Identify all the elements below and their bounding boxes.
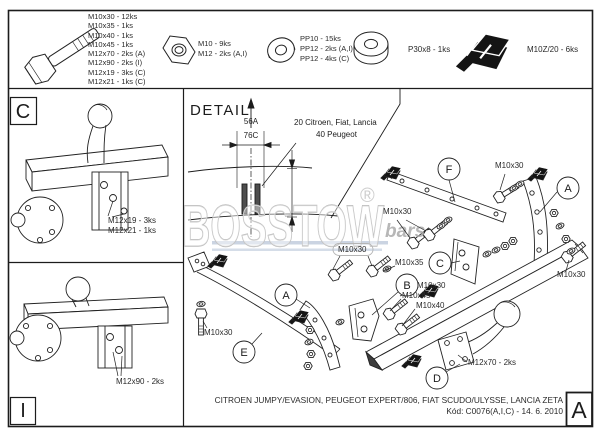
fastener-label-m10x30-center: M10x30 (417, 281, 446, 290)
fastener-label-m10x35: M10x35 (395, 258, 424, 267)
watermark-text: BOSSTOW (182, 194, 384, 259)
spacer-tube-icon (353, 31, 389, 65)
vehicle-applicability: CITROEN JUMPY/EVASION, PEUGEOT EXPERT/80… (214, 395, 563, 405)
washer-list: PP10 - 15ks PP12 - 2ks (A,I) PP12 - 4ks … (300, 34, 353, 64)
page-borders (7, 9, 594, 428)
fastener-label-m10x30-boxed: M10x30 (338, 245, 367, 254)
bolt-line: M10x30 - 12ks (88, 12, 138, 21)
detail-note-2: 40 Peugeot (316, 130, 357, 139)
section-c-drawing (10, 103, 169, 244)
circle-letter-a-left: A (282, 290, 290, 302)
detail-note-1: 20 Citroen, Fiat, Lancia (294, 118, 377, 127)
leader-lines (202, 173, 570, 373)
bolt-line: M12x90 - 2ks (I) (88, 58, 143, 68)
watermark-reg-icon: ® (360, 185, 375, 207)
watermark: BOSSTOW ® bars (181, 185, 425, 260)
circle-letter-e: E (240, 347, 247, 359)
spacer-label: P30x8 - 1ks (408, 45, 451, 54)
section-c-letter: C (15, 101, 31, 123)
fastener-label-m10x30-right: M10x30 (557, 270, 586, 279)
washer-line: PP12 - 2ks (A,I) (300, 44, 353, 53)
main-assembly-drawing (187, 165, 589, 372)
section-c-note-1: M12x19 - 3ks (108, 216, 157, 225)
nut-line: M10 - 9ks (198, 39, 231, 48)
footer-block: CITROEN JUMPY/EVASION, PEUGEOT EXPERT/80… (200, 395, 563, 417)
fastener-label-m10x30-left: M10x30 (204, 328, 233, 337)
code-and-date: Kód: C0076(A,I,C) - 14. 6. 2010 (446, 406, 563, 416)
section-i-note: M12x90 - 2ks (116, 377, 165, 386)
part-circles: F A C B A E D (232, 157, 580, 390)
nut-line: M12 - 2ks (A,I) (198, 49, 248, 58)
sheet-letter: A (571, 397, 587, 423)
hex-bolt-icon (24, 28, 100, 85)
circle-letter-a-right: A (564, 183, 572, 195)
circle-letter-d: D (433, 373, 441, 385)
fastener-label-m12x70: M12x70 - 2ks (468, 358, 517, 367)
circle-letter-f: F (446, 164, 453, 176)
cage-nut-label: M10Z/20 - 6ks (527, 45, 579, 54)
circle-letter-b: B (403, 280, 410, 292)
bolt-line: M10x45 - 1ks (88, 39, 134, 49)
bolt-line: M12x70 - 2ks (A) (88, 49, 146, 59)
bolt-line: M12x21 - 1ks (C) (88, 77, 146, 87)
bolt-line: M10x35 - 1ks (88, 21, 134, 31)
bolt-line: M10x40 - 1ks (88, 30, 134, 40)
section-c-note-2: M12x21 - 1ks (108, 226, 157, 235)
washer-line: PP12 - 4ks (C) (300, 54, 350, 63)
nut-icon (162, 35, 196, 65)
washer-icon (267, 37, 296, 63)
fastener-label-m10x30-topright: M10x30 (495, 161, 524, 170)
detail-view-drawing (187, 89, 401, 237)
section-i-drawing (9, 276, 169, 377)
fastener-label-m10x45: M10x45 (402, 291, 431, 300)
detail-dim-a: 56A (243, 117, 259, 126)
nut-list: M10 - 9ks M12 - 2ks (A,I) (198, 39, 247, 59)
cage-nut-icon (454, 32, 511, 73)
section-i-letter: I (20, 400, 26, 422)
pale-guide-lines (212, 241, 388, 251)
fastener-label-m10x30-mid: M10x30 (383, 207, 412, 216)
detail-title: DETAIL (190, 102, 251, 119)
circle-letter-c: C (436, 258, 444, 270)
washer-line: PP10 - 15ks (300, 34, 341, 43)
bolt-line: M12x19 - 3ks (C) (88, 67, 146, 77)
bolt-list: M10x30 - 12ks M10x35 - 1ks M10x40 - 1ks … (88, 12, 146, 86)
detail-dim-c: 76C (243, 131, 259, 140)
fastener-label-m10x40: M10x40 (416, 301, 445, 310)
